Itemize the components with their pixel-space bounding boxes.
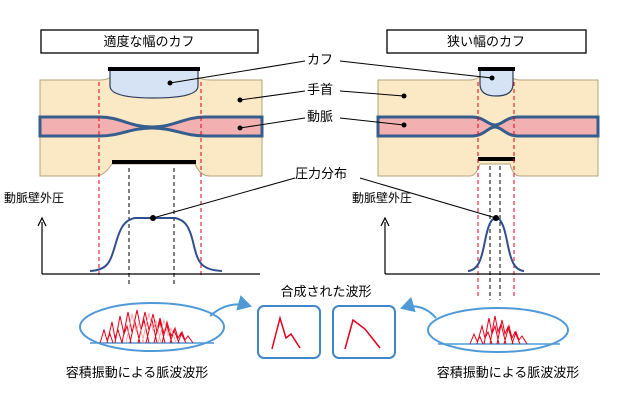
arrow-right-icon	[209, 295, 252, 317]
left-y-axis-arrow	[37, 216, 47, 227]
right-pulse-label: 容積振動による脈波波形	[437, 365, 580, 381]
callout-wrist-line-left	[239, 90, 306, 101]
bottom-section: 合成された波形 容積振動による脈波波形 容積振動による脈波波形	[66, 285, 580, 381]
callout-artery-line-right	[339, 117, 405, 126]
right-pressure-curve	[467, 216, 525, 272]
left-pulse-label: 容積振動による脈波波形	[66, 365, 209, 381]
callout-wrist-dot-left	[237, 97, 243, 103]
left-axis-label: 動脈壁外圧	[4, 190, 64, 205]
right-artery	[376, 115, 600, 138]
callout-pressure-line-left	[152, 177, 296, 219]
combined-label: 合成された波形	[280, 285, 371, 300]
callout-artery-line-left	[239, 117, 306, 129]
right-axis-label: 動脈壁外圧	[352, 190, 412, 205]
combined-wave-left	[271, 315, 301, 350]
callout-artery-dot-left	[237, 125, 243, 131]
callout-cuff: カフ	[307, 53, 333, 68]
combined-wave-right	[344, 318, 381, 350]
arrow-left-icon	[400, 296, 437, 319]
callout-wrist-dot-right	[401, 93, 407, 99]
callout-wrist: 手首	[307, 83, 333, 98]
right-cuff	[479, 69, 514, 97]
callout-pressure-line-right	[359, 177, 497, 219]
right-y-axis-arrow	[380, 216, 390, 227]
right-title-box	[386, 29, 587, 54]
right-title: 狭い幅のカフ	[447, 35, 525, 50]
callouts: カフ 手首 動脈 圧力分布	[152, 53, 497, 219]
callout-pressure: 圧力分布	[295, 167, 347, 182]
left-artery	[38, 115, 264, 138]
left-pulse-waveforms-faint	[125, 312, 177, 344]
left-panel: 適度な幅のカフ 動脈壁外圧	[4, 29, 264, 286]
combined-wave-box-left	[257, 305, 321, 359]
callout-wrist-line-right	[339, 90, 405, 97]
right-pulse-waveforms	[469, 315, 528, 345]
left-title-box	[40, 29, 259, 54]
left-title: 適度な幅のカフ	[103, 34, 194, 50]
callout-artery: 動脈	[307, 110, 333, 125]
left-cuff	[109, 69, 199, 99]
right-panel: 狭い幅のカフ 動脈壁外圧	[352, 29, 600, 300]
combined-wave-box-right	[332, 305, 396, 359]
left-pressure-curve	[89, 217, 223, 272]
callout-artery-dot-right	[401, 122, 407, 128]
callout-cuff-line-right	[339, 60, 493, 79]
callout-cuff-line-left	[169, 60, 306, 84]
